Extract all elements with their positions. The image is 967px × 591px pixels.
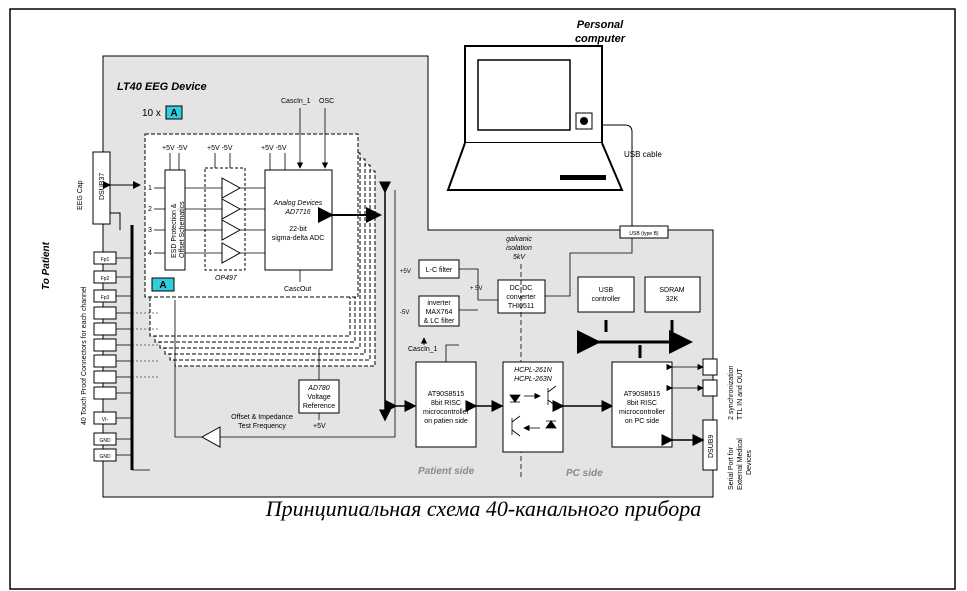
channel-1: 1 [148, 185, 152, 192]
adc-label-line3: 22-bit [289, 226, 307, 233]
opamp-triangles [221, 177, 242, 264]
mcu-pc-line4: on PC side [625, 418, 659, 425]
dcdc-converter-block [497, 279, 546, 314]
adc-label-line1: Analog Devices [273, 200, 323, 207]
sync-label-line2: TTL IN and OUT [737, 368, 744, 420]
sdram-label-line1: SDRAM [659, 287, 684, 294]
offset-label-line1: Offset & Impedance [231, 414, 293, 421]
block-a-label-bottom: A [159, 280, 166, 291]
pc-side-label: PC side [566, 468, 603, 479]
serial-label-line3: Devices [746, 450, 753, 475]
mcu-patient-block [415, 361, 477, 448]
usb-port-label: USB (type B) [629, 231, 659, 237]
plus5v-label: + 5V [470, 286, 483, 292]
mcu-pc-block [611, 361, 673, 448]
connectors-label: 40 Touch Proof Connectors for each chann… [81, 286, 88, 425]
usb-controller-label-line2: controller [592, 296, 621, 303]
to-patient-label: To Patient [41, 241, 52, 290]
inverter-input: -5V [400, 310, 409, 316]
mcu-pc-line3: microcontroller [619, 409, 666, 416]
isolation-label-line1: galvanic [506, 236, 532, 243]
esd-protection-block [164, 169, 186, 271]
dsub37-label: DSUB37 [99, 173, 106, 200]
opto-symbols [509, 385, 557, 437]
sdram-block [644, 276, 701, 313]
opto-label-line2: HCPL-263N [514, 376, 553, 383]
serial-label-line2: External Medical [737, 438, 744, 490]
usb-controller-block [577, 276, 635, 313]
mcu-pc-line1: AT90S8515 [624, 391, 661, 398]
opamp-label: OP497 [215, 275, 238, 282]
osc-label: OSC [319, 98, 334, 105]
offset-label-line2: Test Frequency [238, 423, 286, 430]
adc-block [264, 169, 333, 271]
block-a-badge-bottom [151, 277, 175, 292]
sync-port-in [702, 358, 718, 376]
block-a-badge-top [165, 105, 183, 120]
mcu-patient-line4: on patien side [424, 418, 468, 425]
lc-filter-label: L-C filter [426, 267, 453, 274]
channel-2: 2 [148, 206, 152, 213]
eeg-cap-label: EEG Cap [77, 180, 84, 210]
isolation-label-line3: 5kV [513, 254, 526, 261]
ref-label-line2: Voltage [307, 394, 330, 401]
mcu-patient-line3: microcontroller [423, 409, 470, 416]
sdram-label-line2: 32K [666, 296, 679, 303]
repeat-count: 10 x [142, 108, 161, 119]
sync-port-out [702, 379, 718, 397]
connector-gnd-1: GND [99, 438, 111, 444]
cascin-top-label: CascIn_1 [281, 98, 311, 105]
inverter-label-line3: & LC filter [424, 318, 455, 325]
connector-fp1: Fp1 [101, 257, 110, 263]
cascin-bottom-label: CascIn_1 [408, 346, 438, 353]
block-a-label-top: A [170, 108, 177, 119]
voltage-reference-block [298, 379, 340, 414]
esd-label-line1: ESD Protection & [171, 203, 178, 258]
cascout-label: CascOut [284, 286, 311, 293]
usb-port [619, 225, 669, 239]
sync-label-line1: 2 synchronization [728, 365, 735, 420]
channel-4: 4 [148, 250, 152, 257]
lc-filter-input: +5V [400, 269, 411, 275]
opto-label-line1: HCPL-261N [514, 367, 553, 374]
inverter-label-line2: MAX764 [426, 309, 453, 316]
esd-label-line2: Offset Schematics [179, 201, 186, 258]
inverter-block [418, 295, 460, 327]
usb-controller-label-line1: USB [599, 287, 614, 294]
patient-side-label: Patient side [418, 466, 475, 477]
connector-fp2: Fp2 [101, 276, 110, 282]
esd-supply: +5V -5V [162, 145, 188, 152]
mcu-patient-line2: 8bit RISC [431, 400, 461, 407]
device-title: LT40 EEG Device [117, 81, 207, 93]
serial-label-line1: Serial Port for [728, 447, 735, 490]
ref-label-line3: Reference [303, 403, 335, 410]
opamp-group [204, 167, 246, 271]
connector-fp3: Fp3 [101, 295, 110, 301]
mcu-patient-line1: AT90S8515 [428, 391, 465, 398]
adc-label-line2: AD7716 [284, 209, 310, 216]
usb-cable-line [602, 124, 633, 226]
diagram-caption: Принципиальная схема 40-канального прибо… [265, 496, 702, 521]
pc-title-line2: computer [575, 33, 626, 45]
dsub9-label: DSUB9 [708, 435, 715, 458]
connector-vi: VI- [102, 417, 109, 423]
adc-supply: +5V -5V [261, 145, 287, 152]
ref-supply: +5V [313, 423, 326, 430]
opamp-supply: +5V -5V [207, 145, 233, 152]
pc-title-line1: Personal [577, 19, 624, 31]
adc-label-line4: sigma-delta ADC [272, 235, 325, 242]
mcu-pc-line2: 8bit RISC [627, 400, 657, 407]
ref-label-line1: AD780 [307, 385, 330, 392]
outer-border [9, 8, 956, 590]
usb-cable-label: USB cable [624, 150, 662, 159]
computer-icon [446, 45, 624, 191]
connector-gnd-2: GND [99, 454, 111, 460]
inverter-label-line1: inverter [427, 300, 451, 307]
channel-3: 3 [148, 227, 152, 234]
isolation-label-line2: isolation [506, 245, 532, 252]
